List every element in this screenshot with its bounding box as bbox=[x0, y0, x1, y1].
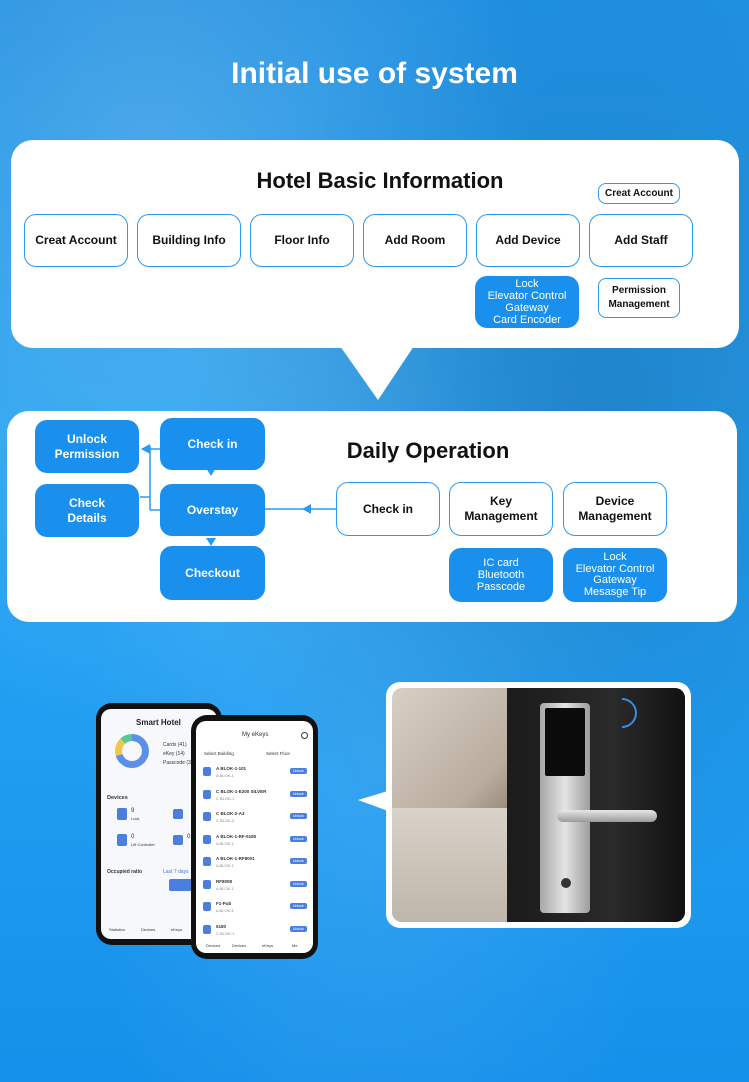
unlock-button[interactable]: Unlock bbox=[290, 858, 307, 864]
phone2-select-floor[interactable]: Select Floor bbox=[266, 751, 291, 756]
phone1-stat-lift: Lift Controller bbox=[131, 842, 155, 847]
key-icon bbox=[203, 812, 211, 821]
key-icon bbox=[203, 767, 211, 776]
room-name: A BLOK-1-RF-5180 bbox=[216, 833, 257, 839]
key-detail-box: IC card Bluetooth Passcode bbox=[449, 548, 553, 602]
unlock-button[interactable]: Unlock bbox=[290, 880, 307, 887]
key-hole bbox=[561, 878, 571, 888]
room-building: A BLOK-1 bbox=[216, 908, 234, 913]
step-building-info: Building Info bbox=[137, 214, 241, 267]
room-building: C BLOK-2 bbox=[216, 818, 235, 823]
key-icon bbox=[203, 924, 211, 934]
room-building: C BLOK-1 bbox=[216, 930, 235, 936]
handle bbox=[557, 810, 657, 822]
room-name: C BLOK-1-E200 SILVER bbox=[216, 788, 267, 794]
staff-creat-account: Creat Account bbox=[598, 183, 680, 204]
room-name: A BLOK-1-101 bbox=[216, 766, 247, 771]
unlock-button[interactable]: Unlock bbox=[290, 813, 307, 819]
room-building: C BLOK-1 bbox=[216, 795, 235, 801]
room-building: A BLOK-1 bbox=[216, 885, 234, 891]
step-add-staff: Add Staff bbox=[589, 214, 693, 267]
phone1-tab-devices[interactable]: Devices bbox=[141, 927, 156, 932]
phone2-tab-2[interactable]: Devices bbox=[232, 943, 247, 948]
room-building: A BLOK-1 bbox=[216, 773, 234, 778]
phone1-stat-0b: 0 bbox=[187, 834, 191, 840]
door bbox=[507, 688, 685, 922]
device-management-box: Device Management bbox=[563, 482, 667, 536]
phone1-last-days: Last 7 days bbox=[163, 869, 189, 875]
step-creat-account: Creat Account bbox=[24, 214, 128, 267]
key-icon bbox=[203, 879, 211, 889]
overstay-box: Overstay bbox=[160, 484, 265, 536]
key-icon bbox=[203, 834, 211, 844]
hotel-basic-title: Hotel Basic Information bbox=[256, 168, 504, 193]
phone1-occupied-badge bbox=[169, 879, 193, 891]
unlock-button[interactable]: Unlock bbox=[290, 835, 307, 842]
device-detail-box-2: Lock Elevator Control Gateway Mesasge Ti… bbox=[563, 548, 667, 602]
unlock-button[interactable]: Unlock bbox=[290, 903, 307, 909]
phone1-tab-ekeys[interactable]: eKeys bbox=[171, 927, 183, 932]
phone1-stat-9: 9 bbox=[131, 808, 135, 814]
keypad-panel bbox=[545, 708, 585, 776]
key-icon bbox=[203, 789, 211, 799]
page-title: Initial use of system bbox=[231, 57, 518, 90]
phone1-tab-statistics[interactable]: Statistics bbox=[109, 927, 126, 932]
step-add-room: Add Room bbox=[363, 214, 467, 267]
phone2-tab-1[interactable]: Devices bbox=[206, 943, 221, 948]
check-details-box: Check Details bbox=[35, 484, 139, 537]
unlock-button[interactable]: Unlock bbox=[290, 925, 307, 932]
phone2-app-title: My eKeys bbox=[242, 732, 269, 738]
room-name: A BLOK-1-RF8001 bbox=[216, 856, 255, 861]
lift-icon bbox=[117, 834, 127, 846]
phone2-tab-4[interactable]: Me bbox=[292, 943, 298, 948]
room-name: 5180 bbox=[216, 923, 227, 929]
step-add-device: Add Device bbox=[476, 214, 580, 267]
phone2-tab-3[interactable]: eKeys bbox=[262, 943, 274, 948]
key-icon bbox=[203, 902, 211, 911]
room-name: RF8008 bbox=[216, 878, 233, 884]
checkout-box: Checkout bbox=[160, 546, 265, 600]
device-detail-box: Lock Elevator Control Gateway Card Encod… bbox=[475, 276, 579, 328]
phone1-stat-lock: Lock bbox=[131, 816, 140, 821]
step-floor-info: Floor Info bbox=[250, 214, 354, 267]
door-lock-photo bbox=[392, 688, 685, 922]
phone1-devices-label: Devices bbox=[107, 795, 128, 801]
device-icon bbox=[173, 809, 183, 819]
phone2-select-building[interactable]: Select Building bbox=[204, 751, 234, 756]
phone1-donut bbox=[115, 734, 149, 768]
phone2-screen: My eKeys Select Building Select Floor A … bbox=[196, 721, 313, 953]
search-icon[interactable] bbox=[301, 732, 308, 739]
lock-icon bbox=[117, 808, 127, 820]
staff-permission-management: Permission Management bbox=[598, 278, 680, 318]
phone-my-ekeys: My eKeys Select Building Select Floor A … bbox=[191, 715, 318, 959]
left-check-in-box: Check in bbox=[160, 418, 265, 470]
phone1-legend-ekey: eKey (14) bbox=[163, 751, 185, 757]
phone1-occupied: Occupied ratio bbox=[107, 869, 143, 875]
check-in-box: Check in bbox=[336, 482, 440, 536]
gateway-icon bbox=[173, 835, 183, 845]
phone1-legend-passcode: Passcode (3) bbox=[163, 760, 193, 766]
phone1-legend-cards: Cards (41) bbox=[163, 742, 187, 748]
room-name: F1-Pub bbox=[216, 901, 232, 906]
daily-operation-title: Daily Operation bbox=[346, 438, 510, 463]
phone1-app-title: Smart Hotel bbox=[136, 718, 181, 727]
room-building: A BLOK-1 bbox=[216, 840, 234, 846]
phone1-stat-0: 0 bbox=[131, 834, 135, 840]
unlock-permission-box: Unlock Permission bbox=[35, 420, 139, 473]
unlock-button[interactable]: Unlock bbox=[290, 768, 307, 774]
room-building: A BLOK-1 bbox=[216, 863, 234, 868]
key-icon bbox=[203, 857, 211, 866]
room-name: C BLOK-2-A3 bbox=[216, 811, 245, 816]
key-management-box: Key Management bbox=[449, 482, 553, 536]
bed bbox=[392, 808, 507, 922]
unlock-button[interactable]: Unlock bbox=[290, 790, 307, 797]
